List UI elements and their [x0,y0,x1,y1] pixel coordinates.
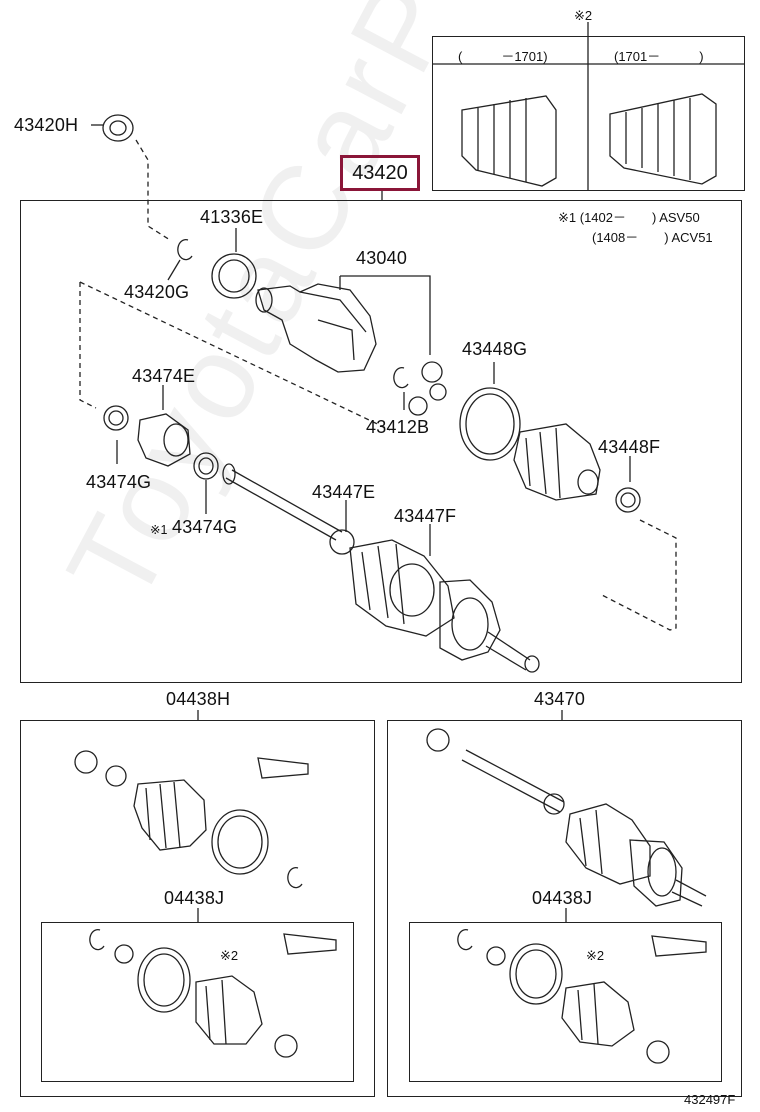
variant-right-header: (1701－ ) [614,49,704,64]
kit-mark-left: ※2 [220,948,239,963]
kit-mark-right: ※2 [586,948,605,963]
label-43447F[interactable]: 43447F [394,506,457,526]
assembly-box [20,200,742,683]
kit-box-43470 [387,720,742,1097]
label-43474E[interactable]: 43474E [132,366,196,386]
variant-left-header: ( －1701) [458,49,548,64]
label-04438J-left[interactable]: 04438J [164,888,225,908]
label-04438J-right[interactable]: 04438J [532,888,593,908]
note-line-1: ※1 (1402－ ) ASV50 [558,210,700,225]
kit-box-04438J-right [409,922,722,1082]
label-43474G[interactable]: 43474G [86,472,152,492]
leader-43420G [167,259,181,281]
label-43448G[interactable]: 43448G [462,339,528,359]
label-41336E[interactable]: 41336E [200,207,264,227]
label-43040[interactable]: 43040 [356,248,408,268]
kit-box-04438J-left [41,922,354,1082]
diagram-ref-code: 432497F [684,1092,736,1107]
leader-43420H-dashed [135,139,171,241]
label-43420G[interactable]: 43420G [124,282,190,302]
label-43412B[interactable]: 43412B [366,417,430,437]
label-04438H[interactable]: 04438H [166,689,231,709]
label-43470[interactable]: 43470 [534,689,586,709]
label-43474G-b[interactable]: 43474G [172,517,238,537]
note-line-2: (1408－ ) ACV51 [592,230,713,245]
label-43474G-b-mark: ※1 [150,523,168,537]
label-43447E[interactable]: 43447E [312,482,376,502]
label-43420H[interactable]: 43420H [14,115,79,135]
variant-note-mark: ※2 [574,8,593,23]
label-43448F[interactable]: 43448F [598,437,661,457]
kit-box-04438H [20,720,375,1097]
highlighted-part-43420[interactable]: 43420 [340,155,420,191]
